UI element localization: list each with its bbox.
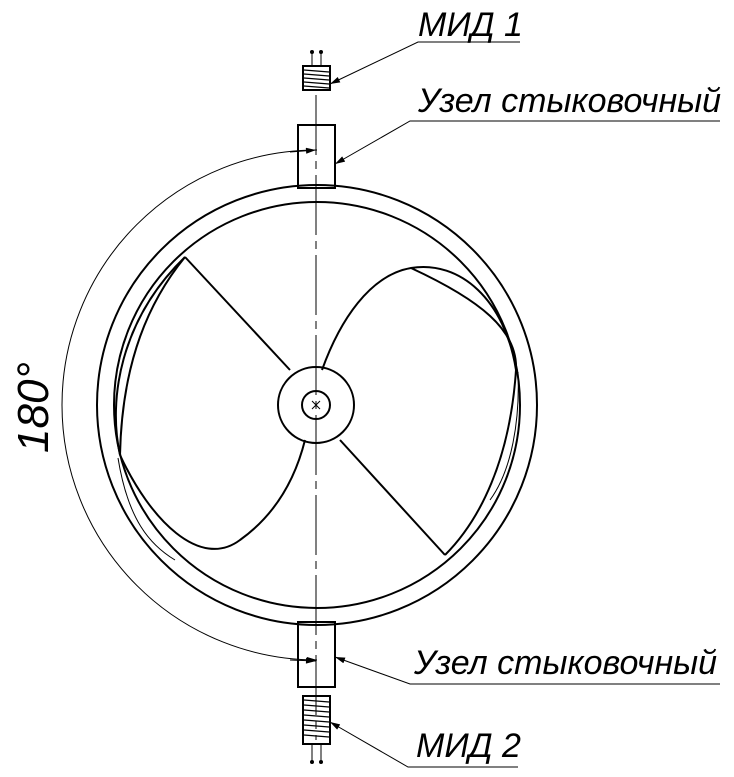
blade-upper-right <box>321 266 517 371</box>
angle-arrow-top <box>289 147 317 154</box>
inner-ring <box>113 201 521 609</box>
rotor-rim-right <box>410 267 518 371</box>
blade-upper-left <box>184 256 291 371</box>
leader-node-bottom <box>334 656 720 685</box>
outer-ring <box>96 184 538 626</box>
blade-lower-left <box>119 439 306 550</box>
leader-mid-1 <box>329 41 520 85</box>
rotor-rim-left-lower <box>117 457 176 561</box>
label-mid-2: МИД 2 <box>416 727 521 765</box>
rotor-rim-right-lower <box>489 371 519 501</box>
angle-label: 180° <box>9 362 58 453</box>
label-node-bottom: Узел стыковочный <box>413 644 717 682</box>
leader-node-top <box>334 120 720 165</box>
blade-upper-left-back <box>119 256 186 456</box>
angle-dimension-arc <box>61 149 318 663</box>
label-node-top: Узел стыковочный <box>417 82 721 120</box>
sensor-coil-top <box>302 50 331 91</box>
rotor-rim-left <box>114 256 186 456</box>
blade-lower-right-back <box>444 369 517 556</box>
label-mid-1: МИД 1 <box>418 6 523 44</box>
angle-arrow-bottom <box>289 657 317 664</box>
blade-lower-right <box>339 439 446 556</box>
leader-mid-2 <box>329 721 518 768</box>
